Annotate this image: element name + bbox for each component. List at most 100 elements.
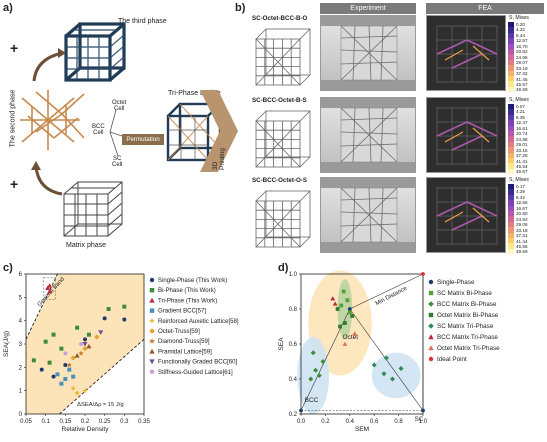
legend-marker xyxy=(428,356,434,362)
colorbar-value: 0.17 xyxy=(516,184,525,189)
third-phase-cube-icon xyxy=(64,22,126,82)
colorbar-value: 12.55 xyxy=(516,200,528,206)
point-6 xyxy=(342,341,348,346)
colorbar-value: 29.06 xyxy=(516,222,528,228)
colorbar-value: 24.95 xyxy=(516,54,528,60)
x-tick-label: 0.05 xyxy=(20,419,32,425)
fea-result-icon xyxy=(436,187,498,245)
point-9 xyxy=(79,342,84,346)
point-3 xyxy=(343,321,347,325)
colorbar-value: 33.15 xyxy=(516,147,528,153)
permutation-box: Permutation xyxy=(122,134,164,145)
point-2 xyxy=(316,373,322,378)
legend-label: BCC Matrix Bi-Phase xyxy=(437,301,497,308)
slope-annotation: ΔSEA/Δρ ≈ 15 J/g xyxy=(77,402,123,408)
point-5 xyxy=(330,296,336,301)
legend-label: Bi-Phase (This Work) xyxy=(158,287,216,294)
point-0 xyxy=(122,317,127,322)
y-axis-label: SEA(J/g) xyxy=(3,331,10,357)
colorbar-value: 24.88 xyxy=(516,136,528,142)
region-bcc xyxy=(297,337,330,414)
point-7 xyxy=(421,272,425,276)
row-name-2: SC-BCC-Octet-O-S xyxy=(252,177,307,184)
colorbar-value: 8.35 xyxy=(516,114,525,120)
x-tick-label: 0.1 xyxy=(41,419,50,425)
x-tick-label: 1.0 xyxy=(419,419,428,425)
legend-marker xyxy=(149,338,155,344)
region-sc xyxy=(371,352,421,399)
point-4 xyxy=(71,386,76,391)
colorbar-gradient xyxy=(508,184,514,255)
point-1 xyxy=(345,298,350,303)
x-tick-label: 0.35 xyxy=(138,419,150,425)
experiment-image-1 xyxy=(320,97,416,173)
legend-label: Functionally Graded BCC[60] xyxy=(158,359,238,366)
x-tick-label: 0.6 xyxy=(370,419,379,425)
y-tick-label: 1.0 xyxy=(289,272,298,278)
experiment-specimen-icon xyxy=(321,98,415,172)
point-6 xyxy=(78,350,84,356)
point-1 xyxy=(347,310,352,315)
fea-image-1 xyxy=(426,97,506,173)
legend-label: Octet Matrix Tri-Phase xyxy=(437,345,500,352)
arrow-matrix-icon xyxy=(31,161,63,196)
point-1 xyxy=(122,304,127,309)
legend-label: Single-Phase xyxy=(437,279,475,286)
point-0 xyxy=(51,374,56,379)
legend-label: Diamond-Truss[59] xyxy=(158,338,210,345)
colorbar-value: 8.42 xyxy=(516,194,525,200)
colorbar-title: S, Mises xyxy=(509,177,529,183)
point-1 xyxy=(86,332,91,337)
matrix-cube-icon xyxy=(63,181,123,237)
header-fea: FEA xyxy=(426,3,544,14)
y-tick-label: 5 xyxy=(19,295,23,301)
colorbar-value: 29.07 xyxy=(516,60,528,66)
matrix-phase-cube xyxy=(60,178,126,240)
tri-phase-highlight-box xyxy=(43,277,56,300)
x-tick-label: 0.3 xyxy=(120,419,129,425)
colorbar-value: 49.69 xyxy=(516,87,528,93)
plus-sign-top: + xyxy=(10,40,19,56)
third-phase-cube xyxy=(60,18,130,88)
point-0 xyxy=(299,408,303,413)
colorbar-value: 0.20 xyxy=(516,22,525,27)
legend-marker xyxy=(428,345,434,351)
plus-sign-bottom: + xyxy=(10,176,19,192)
colorbar-value: 4.21 xyxy=(516,109,525,115)
y-axis-label: SEA xyxy=(278,337,285,351)
point-1 xyxy=(106,307,111,311)
point-2 xyxy=(45,285,51,290)
chevron-right-icon xyxy=(200,90,238,172)
row-name-1: SC-BCC-Octet-B-S xyxy=(252,97,307,104)
point-4 xyxy=(398,366,404,371)
y-tick-label: 1 xyxy=(19,389,23,395)
colorbar-value: 20.74 xyxy=(516,131,528,137)
colorbar-value: 45.54 xyxy=(516,163,528,169)
point-4 xyxy=(390,376,395,382)
point-3 xyxy=(59,381,64,386)
colorbar-value: 4.29 xyxy=(516,189,525,195)
colorbar-value: 4.32 xyxy=(516,27,525,33)
colorbar-value: 8.44 xyxy=(516,32,525,38)
point-4 xyxy=(383,355,389,361)
matrix-phase-label: Matrix phase xyxy=(66,242,107,249)
colorbar-value: 16.67 xyxy=(516,205,528,211)
legend-label: BCC Matrix Tri-Phase xyxy=(437,334,498,341)
experiment-image-0 xyxy=(320,15,416,91)
point-2 xyxy=(313,367,319,373)
y-tick-label: 0.2 xyxy=(289,412,298,418)
x-tick-label: 0.2 xyxy=(321,419,330,425)
x-tick-label: 0.0 xyxy=(297,419,306,425)
colorbar-value: 37.32 xyxy=(516,71,528,77)
colorbar-value: 37.31 xyxy=(516,233,528,239)
x-axis-label: SEM xyxy=(355,426,369,433)
colorbar-value: 20.82 xyxy=(516,49,528,55)
point-3 xyxy=(338,324,342,329)
bcc-cell-label: BCC Cell xyxy=(92,124,105,137)
point-3 xyxy=(55,372,60,377)
point-1 xyxy=(75,325,80,330)
point-1 xyxy=(43,339,48,344)
legend-marker xyxy=(149,288,155,293)
